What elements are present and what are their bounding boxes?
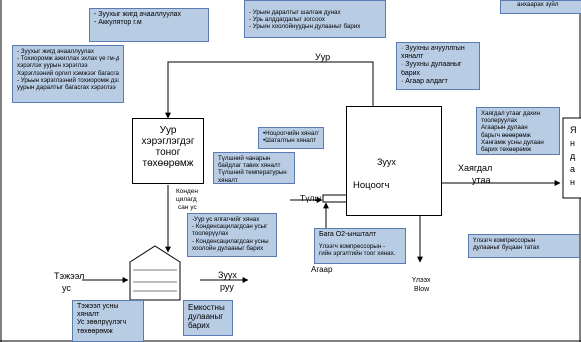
to-boiler-label-2: руу xyxy=(220,282,234,292)
callout-left: - Зуухыг жигд ачааллуулах - Тохиоромж аж… xyxy=(12,45,124,103)
equipment-label-4: төхөөрөмж xyxy=(142,158,194,169)
callout-low-o2: Бага О2-ыншталт Үлээгч компрессорын - ги… xyxy=(314,228,406,264)
callout-fuel: Түлшний чанарын байдлаг тавих хяналт Түл… xyxy=(213,152,295,184)
callout-top-mid: - Урьин даралтыг шалгаж дунах - Урь алдд… xyxy=(244,0,386,38)
blow-label-2: Blow xyxy=(414,286,430,293)
callout-burner-control: •Ноцоогчийн хяналт •Шаталтын хяналт xyxy=(258,127,324,149)
fuel-label: Түлш xyxy=(300,193,322,203)
boiler-box: Зуух xyxy=(346,106,442,216)
air-label: Агаар xyxy=(311,265,333,274)
callout-right-top: · Зуухны ачууллгын хяналт · Зуухны дулаа… xyxy=(396,42,480,90)
condensate-label-3: сан ус xyxy=(178,204,197,211)
equipment-label-3: тоног xyxy=(155,147,181,158)
to-boiler-label-1: Зуух xyxy=(218,270,237,280)
callout-condensate: -Уур ус ялгагчийг хянах - Конденсацилагд… xyxy=(187,213,277,257)
callout-feedwater: Тэжээл усны хяналт Ус зөөлрүүлэгч төхөөр… xyxy=(72,300,144,342)
callout-tank-insulation: Емкостны дулааныг барих xyxy=(183,300,233,336)
exhaust-label-2: утаа xyxy=(472,175,491,185)
stack-box xyxy=(562,117,581,199)
callout-top-left: - Зуухыг жигд ачааллуулах - Аккулятор г.… xyxy=(89,8,209,42)
exhaust-label-1: Хаягдал xyxy=(458,163,493,173)
callout-top-right: анхаарах зүйл xyxy=(500,0,581,14)
feedwater-label-2: ус xyxy=(62,283,71,293)
tank-shape xyxy=(129,245,181,301)
equipment-label-1: Уур xyxy=(159,125,177,136)
callout-blower: Үлээгч компрессорын дулааныг буцаан тата… xyxy=(468,234,580,258)
stack-label: Я н д а н xyxy=(570,125,577,187)
callout-exhaust: Хаягдал утааг дахин тоолеруулах Агаарын … xyxy=(476,107,560,155)
condensate-label-1: Конден xyxy=(176,188,198,195)
blow-label-1: Үлээх xyxy=(412,277,431,284)
steam-equipment-box: Уур хэрэглэгдэг тоног төхөөрөмж xyxy=(132,118,204,184)
condensate-label-2: цилагд xyxy=(176,196,197,203)
steam-line xyxy=(165,61,374,119)
feedwater-label-1: Тэжээл xyxy=(54,271,85,281)
boiler-label: Зуух xyxy=(377,157,396,167)
equipment-label-2: хэрэглэгдэг xyxy=(141,136,195,147)
burner-label: Ноцоогч xyxy=(353,180,390,191)
steam-top-label: Уур xyxy=(315,52,331,62)
